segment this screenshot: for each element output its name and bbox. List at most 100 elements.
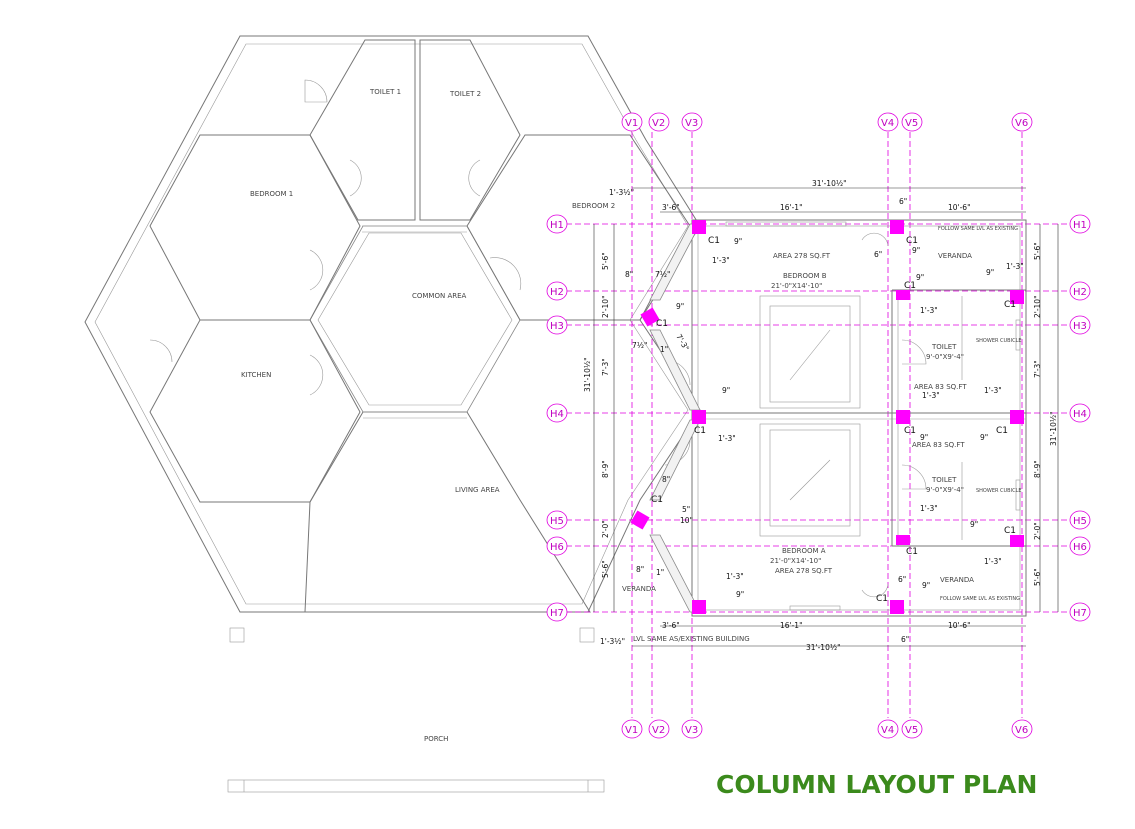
dim-9-i: 9" [922,581,930,590]
svg-text:H7: H7 [550,608,564,619]
label-toilet-top: TOILET [931,343,957,351]
new-block-outer-wall [691,219,1027,617]
svg-text:V2: V2 [652,725,665,736]
grid-bubble-v1-top: V1 [621,112,643,132]
svg-text:V5: V5 [905,725,918,736]
existing-building: TOILET 1 TOILET 2 BEDROOM 1 BEDROOM 2 CO… [84,35,701,793]
grid-bubble-v3-bottom: V3 [681,719,703,739]
toilet2-outline [419,39,521,221]
column-v3-h7 [692,600,706,614]
grid-bubble-v5-bottom: V5 [901,719,923,739]
dim-13-d: 1'-3" [920,306,938,315]
svg-text:V5: V5 [905,118,918,129]
dim-9-h: 9" [970,520,978,529]
label-living-area: LIVING AREA [455,486,500,494]
grid-bubble-h1-right: H1 [1069,214,1091,234]
new-block: AREA 278 SQ.FT BEDROOM B 21'-0"X14'-10" … [622,219,1027,643]
dim-1-a: 1" [660,345,668,354]
grid-bubble-h3-right: H3 [1069,315,1091,335]
column-v5-h6 [896,535,910,545]
dim-left-20: 2'-0" [601,520,610,538]
dim-left-56-bottom: 5'-6" [601,560,610,578]
door-toilet-bottom [901,464,927,490]
grid-bubble-h3-left: H3 [546,315,568,335]
dim-9-b: 9" [912,246,920,255]
grid-bubble-h2-left: H2 [546,281,568,301]
label-veranda-top: VERANDA [938,252,972,260]
column-v4-h1 [890,220,904,234]
dim-left-56: 5'-6" [601,252,610,270]
column-label: C1 [906,236,918,246]
column-label: C1 [876,594,888,604]
svg-text:H2: H2 [1073,287,1087,298]
grid-bubble-v6-top: V6 [1011,112,1033,132]
dim-9-j: 9" [736,590,744,599]
dim-right-56: 5'-6" [1033,242,1042,260]
svg-text:H6: H6 [550,542,564,553]
dim-7half-a: 7½" [655,270,671,279]
svg-text:H3: H3 [550,321,564,332]
column-label: C1 [906,547,918,557]
dim-6-a: 6" [874,250,882,259]
dim-left-offset-bottom: 3'-6" [662,621,680,630]
dim-9-k: 9" [676,302,684,311]
dim-left-89: 8'-9" [601,460,610,478]
dim-wall-top: 6" [899,197,907,206]
column-v5-h4 [896,410,910,424]
living-area-hexagon [304,411,591,613]
svg-text:H5: H5 [550,516,564,527]
window-bedroom-b [725,221,847,227]
door-bedroom1 [309,249,324,291]
svg-text:H6: H6 [1073,542,1087,553]
label-veranda-bottom: VERANDA [940,576,974,584]
dim-6-b: 6" [898,575,906,584]
column-v6-h2 [1010,290,1024,304]
columns: C1 C1 C1 C1 C1 C1 C1 C1 C1 C1 C1 C1 [630,220,1024,614]
grid-bubble-v2-top: V2 [648,112,670,132]
label-toilet2: TOILET 2 [449,90,481,98]
dim-right-210: 2'-10" [1033,295,1042,318]
toilet1-outline [309,39,416,221]
svg-text:H3: H3 [1073,321,1087,332]
note-level-existing: LVL SAME AS/EXISTING BUILDING [633,635,750,643]
label-bedroom2: BEDROOM 2 [572,202,615,210]
dim-7half-b: 7½" [632,341,648,350]
note-follow-level-bottom: FOLLOW SAME LVL AS EXISTING [940,596,1020,602]
porch-post-right [579,627,595,643]
common-area-hexagon [309,225,521,413]
column-label: C1 [708,236,720,246]
porch-post-left [229,627,245,643]
column-label: C1 [1004,526,1016,536]
column-diag-h5 [630,510,650,530]
porch-step [227,779,605,793]
dim-mid-span-top: 16'-1" [780,203,803,212]
svg-text:H5: H5 [1073,516,1087,527]
dim-right-span-bottom: 10'-6" [948,621,971,630]
door-toilet1 [304,79,328,103]
column-v6-h6 [1010,535,1024,547]
outer-hexagon-inner-line [94,43,689,605]
new-block-inner-wall [697,225,1021,611]
label-bedroom-a-area: AREA 278 SQ.FT [775,567,833,575]
label-kitchen: KITCHEN [241,371,271,379]
label-toilet-bottom-size: 9'-0"X9'-4" [926,486,964,494]
label-toilet-top-size: 9'-0"X9'-4" [926,353,964,361]
dim-13-g: 1'-3" [984,386,1002,395]
column-label: C1 [694,426,706,436]
grid-bubble-h6-right: H6 [1069,536,1091,556]
grid-bubble-h2-right: H2 [1069,281,1091,301]
dim-9-g: 9" [980,433,988,442]
dim-13-e: 1'-3" [1006,262,1024,271]
door-toilet1-inner [349,159,362,197]
label-toilet-bottom: TOILET [931,476,957,484]
dim-right-overall: 31'-10½" [1049,411,1058,446]
label-toilet1: TOILET 1 [369,88,401,96]
column-v5-h2 [896,290,910,300]
dim-left-overall: 31'-10½" [583,357,592,392]
column-label: C1 [996,426,1008,436]
grid-bubble-v1-bottom: V1 [621,719,643,739]
dim-13-c: 1'-3" [726,572,744,581]
window-bedroom-a [789,605,841,611]
column-label: C1 [904,281,916,291]
